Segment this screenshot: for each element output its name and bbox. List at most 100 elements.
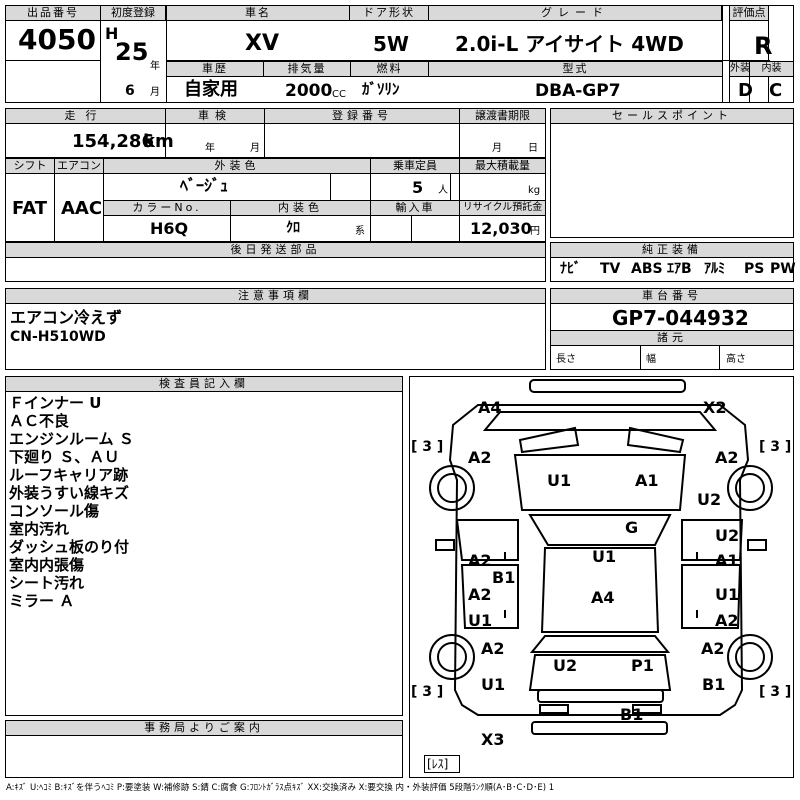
damage-a2-rl: A2 [481, 639, 505, 658]
damage-u2-rd: U2 [715, 526, 740, 545]
grade: 2.0i-L アイサイト 4WD [455, 32, 684, 56]
inspector-line: ダッシュ板のり付 [9, 538, 130, 556]
equipment-pw: PW [770, 261, 796, 277]
damage-a2-rd2: A2 [715, 611, 739, 630]
equipment-airbag: ｴｱB [667, 261, 692, 277]
damage-a4-roof: A4 [591, 588, 615, 607]
damage-u1-rl: U1 [481, 675, 506, 694]
inspector-line: ミラー Ａ [9, 592, 75, 610]
damage-fl-3: [ 3 ] [411, 439, 444, 455]
inspection-header: 車検 [165, 108, 265, 124]
divider [722, 5, 723, 103]
damage-x2-top: X2 [703, 398, 727, 417]
divider [166, 5, 167, 103]
equipment-ps: PS [744, 261, 765, 277]
height-label: 高さ [726, 354, 746, 365]
damage-a4-top: A4 [478, 398, 502, 417]
score: R [754, 32, 773, 60]
ext-color: ﾍﾞｰｼﾞｭ [180, 176, 229, 195]
history-header: 車歴 [166, 61, 264, 77]
displacement-header: 排気量 [263, 61, 351, 77]
car-diagram-frame [409, 376, 794, 778]
damage-a2-ld1: A2 [468, 551, 492, 570]
door-header: ドア形状 [349, 5, 429, 21]
divider [450, 174, 451, 200]
inspector-line: 外装うすい線キズ [9, 484, 130, 502]
inspector-line: 室内汚れ [9, 520, 70, 538]
divider [459, 108, 460, 158]
load-header: 最大積載量 [459, 158, 546, 174]
model-header: 型式 [428, 61, 723, 77]
capacity-unit: 人 [438, 185, 448, 196]
recycle-header: リサイクル預託金 [459, 200, 546, 216]
ac: AAC [61, 198, 103, 219]
divider [5, 60, 100, 61]
first-reg-header: 初度登録 [100, 5, 166, 21]
divider [54, 158, 104, 242]
shift-header: シフト [5, 158, 55, 174]
inspector-line: シート汚れ [9, 574, 85, 592]
inspector-line: コンソール傷 [9, 502, 100, 520]
damage-b1-l: B1 [492, 568, 516, 587]
sales-header: セールスポイント [550, 108, 794, 124]
km-unit: km [143, 131, 174, 152]
inspector-line: 室内内張傷 [9, 556, 85, 574]
inspector-line: Ｆインナー U [9, 394, 102, 412]
specs-header: 諸元 [550, 330, 794, 346]
damage-u1-hood: U1 [547, 471, 572, 490]
notes-line-1: エアコン冷えず [10, 308, 123, 327]
fuel: ｶﾞｿﾘﾝ [362, 80, 400, 98]
damage-fr-3: [ 3 ] [759, 439, 792, 455]
divider [640, 346, 720, 370]
notes-line-2: CN-H510WD [10, 329, 106, 345]
score-box-edge [769, 5, 794, 103]
inspector-header: 検査員記入欄 [5, 376, 403, 392]
damage-g-glass: G [625, 518, 639, 537]
insp-month-unit: 月 [250, 143, 260, 154]
les-label: [ﾚｽ] [427, 757, 449, 771]
ext-color-header: 外装色 [103, 158, 371, 174]
interior-header-wide: 内装 [749, 61, 794, 77]
transfer-header: 譲渡書期限 [459, 108, 546, 124]
load-unit: kg [528, 185, 541, 196]
color-no: H6Q [150, 219, 189, 238]
divider [166, 60, 770, 61]
era: H [105, 24, 119, 43]
import-header: 輸入車 [370, 200, 460, 216]
damage-rr-3: [ 3 ] [759, 684, 792, 700]
damage-rl-3: [ 3 ] [411, 684, 444, 700]
mileage-header: 走行 [5, 108, 166, 124]
car-name: XV [245, 31, 279, 56]
width-label: 幅 [646, 354, 656, 365]
grade-header: グレード [428, 5, 722, 21]
cc-unit: CC [332, 89, 346, 100]
tr-day-unit: 日 [528, 143, 538, 154]
tr-month-unit: 月 [492, 143, 502, 154]
damage-x3-rear: X3 [481, 730, 505, 749]
damage-u1-ld2: U1 [468, 611, 493, 630]
door-type: 5W [373, 32, 409, 56]
recycle: 12,030 [470, 219, 532, 238]
damage-a1-rd: A1 [715, 551, 739, 570]
displacement: 2000 [285, 81, 333, 101]
equipment-navi: ﾅﾋﾞ [560, 261, 581, 277]
equipment-tv: TV [600, 261, 621, 277]
reg-month: 6 [125, 83, 135, 99]
int-color-header: 内装色 [230, 200, 371, 216]
inspector-line: ＡＣ不良 [9, 412, 70, 430]
inspector-line: エンジンルーム Ｓ [9, 430, 134, 448]
lot-header: 出品番号 [5, 5, 101, 21]
les-box [424, 755, 460, 773]
equipment-header: 純正装備 [550, 242, 794, 258]
int-color-suffix: 系 [355, 226, 365, 237]
damage-b1-bumper: B1 [620, 705, 644, 724]
lot-number: 4050 [18, 23, 96, 56]
divider [100, 5, 101, 103]
damage-a2-ld2: A2 [468, 585, 492, 604]
inspector-line: ルーフキャリア跡 [9, 466, 129, 484]
year-unit: 年 [150, 61, 160, 72]
registration-header: 登録番号 [264, 108, 460, 124]
divider [330, 174, 331, 200]
divider [165, 108, 265, 158]
mileage: 154,286 [72, 131, 154, 152]
